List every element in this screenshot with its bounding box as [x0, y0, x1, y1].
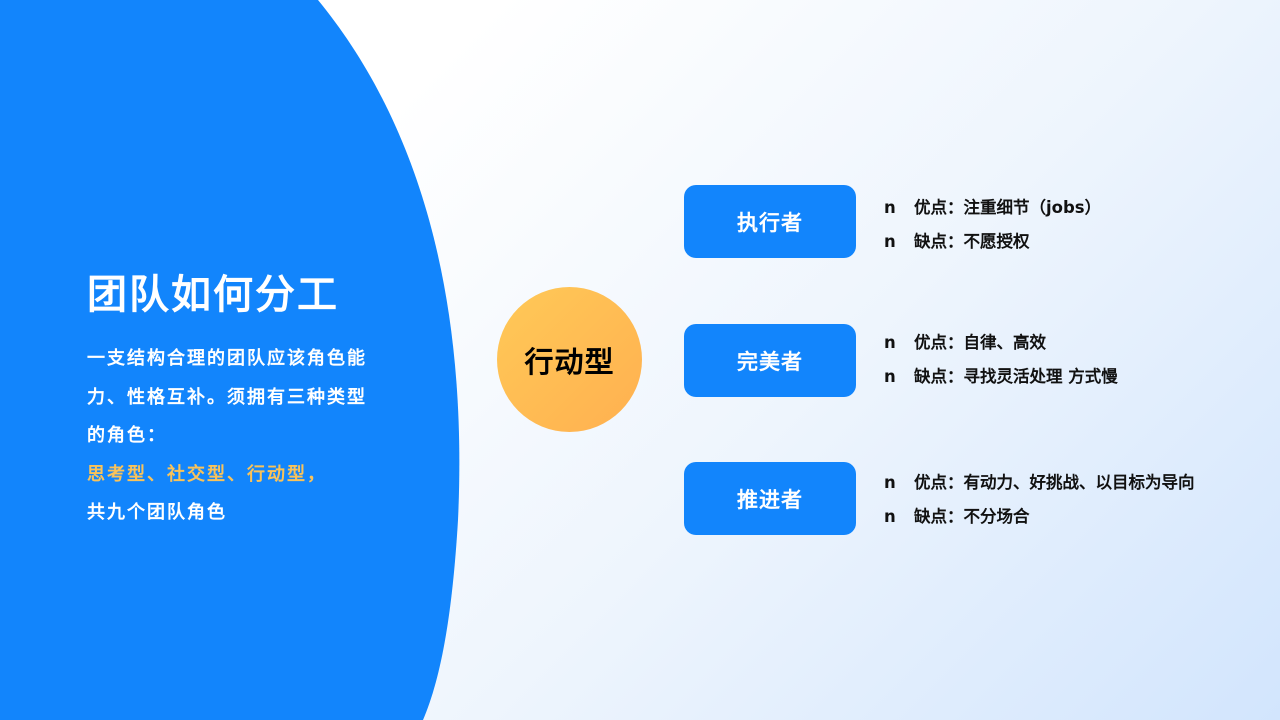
desc-tail: 共九个团队角色 [87, 502, 227, 523]
point-text: 缺点：不愿授权 [914, 232, 1030, 251]
role-label: 推进者 [737, 487, 803, 512]
point-text: 优点：注重细节（jobs） [914, 198, 1102, 217]
role-box-perfectionist: 完美者 [684, 324, 856, 397]
point-con: n 缺点：寻找灵活处理 方式慢 [884, 360, 1118, 394]
role-points-executor: n 优点：注重细节（jobs） n 缺点：不愿授权 [884, 191, 1101, 259]
page-title: 团队如何分工 [87, 272, 339, 318]
point-text: 缺点：不分场合 [914, 507, 1030, 526]
role-points-perfectionist: n 优点：自律、高效 n 缺点：寻找灵活处理 方式慢 [884, 326, 1118, 394]
point-pro: n 优点：自律、高效 [884, 326, 1118, 360]
point-con: n 缺点：不分场合 [884, 500, 1195, 534]
bullet-marker: n [884, 333, 896, 352]
point-text: 优点：有动力、好挑战、以目标为导向 [914, 473, 1195, 492]
highlight-types: 思考型、社交型、行动型， [87, 463, 327, 485]
role-points-driver: n 优点：有动力、好挑战、以目标为导向 n 缺点：不分场合 [884, 466, 1195, 534]
category-label: 行动型 [524, 344, 615, 379]
role-label: 执行者 [737, 210, 803, 235]
point-con: n 缺点：不愿授权 [884, 225, 1101, 259]
bullet-marker: n [884, 232, 896, 251]
bullet-marker: n [884, 367, 896, 386]
description: 一支结构合理的团队应该角色能 力、性格互补。须拥有三种类型 的角色： 思考型、社… [87, 340, 397, 533]
role-box-executor: 执行者 [684, 185, 856, 258]
bullet-marker: n [884, 473, 896, 492]
bullet-marker: n [884, 198, 896, 217]
desc-line: 的角色： [87, 425, 167, 446]
bullet-marker: n [884, 507, 896, 526]
point-pro: n 优点：有动力、好挑战、以目标为导向 [884, 466, 1195, 500]
category-circle: 行动型 [497, 287, 642, 432]
desc-line: 一支结构合理的团队应该角色能 [87, 348, 367, 369]
point-text: 优点：自律、高效 [914, 333, 1046, 352]
point-pro: n 优点：注重细节（jobs） [884, 191, 1101, 225]
point-text: 缺点：寻找灵活处理 方式慢 [914, 367, 1118, 386]
role-box-driver: 推进者 [684, 462, 856, 535]
desc-line: 力、性格互补。须拥有三种类型 [87, 386, 367, 408]
role-label: 完美者 [737, 349, 803, 374]
